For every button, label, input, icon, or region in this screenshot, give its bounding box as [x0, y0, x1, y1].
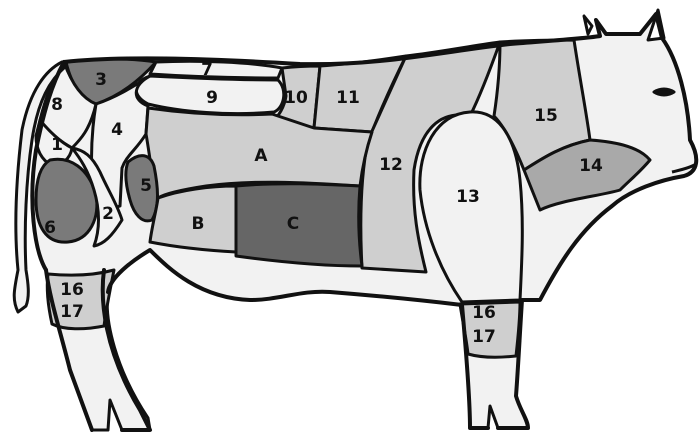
cut-7-label: 7	[201, 60, 213, 80]
cut-A-label: A	[254, 146, 268, 166]
cut-15-label: 15	[534, 106, 558, 126]
cut-10-label: 10	[284, 88, 308, 108]
cut-16-front-label: 16	[472, 303, 496, 323]
horn-left	[584, 16, 592, 34]
eye	[654, 89, 674, 95]
cut-8-label: 8	[51, 95, 63, 115]
cut-9-label: 9	[206, 88, 218, 108]
cut-17-rear-label: 17	[60, 302, 84, 322]
cut-11-label: 11	[336, 88, 360, 108]
cut-5-label: 5	[140, 176, 152, 196]
cut-3-label: 3	[95, 70, 107, 90]
cut-C-label: C	[287, 214, 299, 234]
cut-4-label: 4	[111, 120, 123, 140]
cut-12-label: 12	[379, 155, 403, 175]
cut-17-front-label: 17	[472, 327, 496, 347]
cut-B-label: B	[192, 214, 205, 234]
cut-16-rear-label: 16	[60, 280, 84, 300]
cut-6-label: 6	[44, 218, 56, 238]
cut-1-label: 1	[51, 135, 63, 155]
cut-14-label: 14	[579, 156, 603, 176]
cut-2-label: 2	[102, 204, 114, 224]
cut-13-label: 13	[456, 187, 480, 207]
